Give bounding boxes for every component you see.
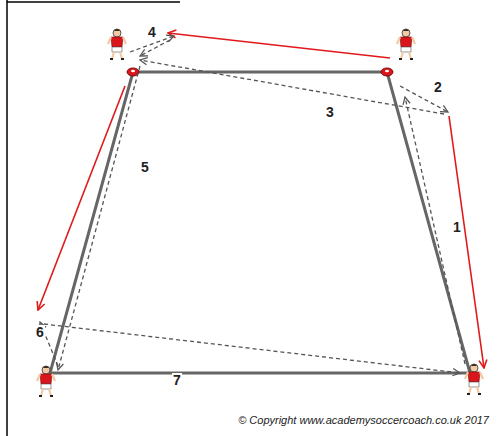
callout-number: 2 [433,80,443,95]
callout-number: 5 [140,160,150,175]
callout-number: 1 [452,220,462,235]
copyright-note: © Copyright www.academysoccercoach.co.uk… [237,414,490,426]
cone [381,68,393,76]
player [37,366,55,396]
callout-number: 6 [35,325,45,340]
frame-line [6,0,8,436]
frame-line [7,1,180,3]
player [108,29,126,59]
callout-number: 7 [172,373,182,388]
run-arrows [38,33,484,368]
player [397,29,415,59]
player [465,364,483,394]
callout-number: 4 [147,25,157,40]
pass-arrows [40,36,465,373]
callout-number: 3 [325,105,335,120]
